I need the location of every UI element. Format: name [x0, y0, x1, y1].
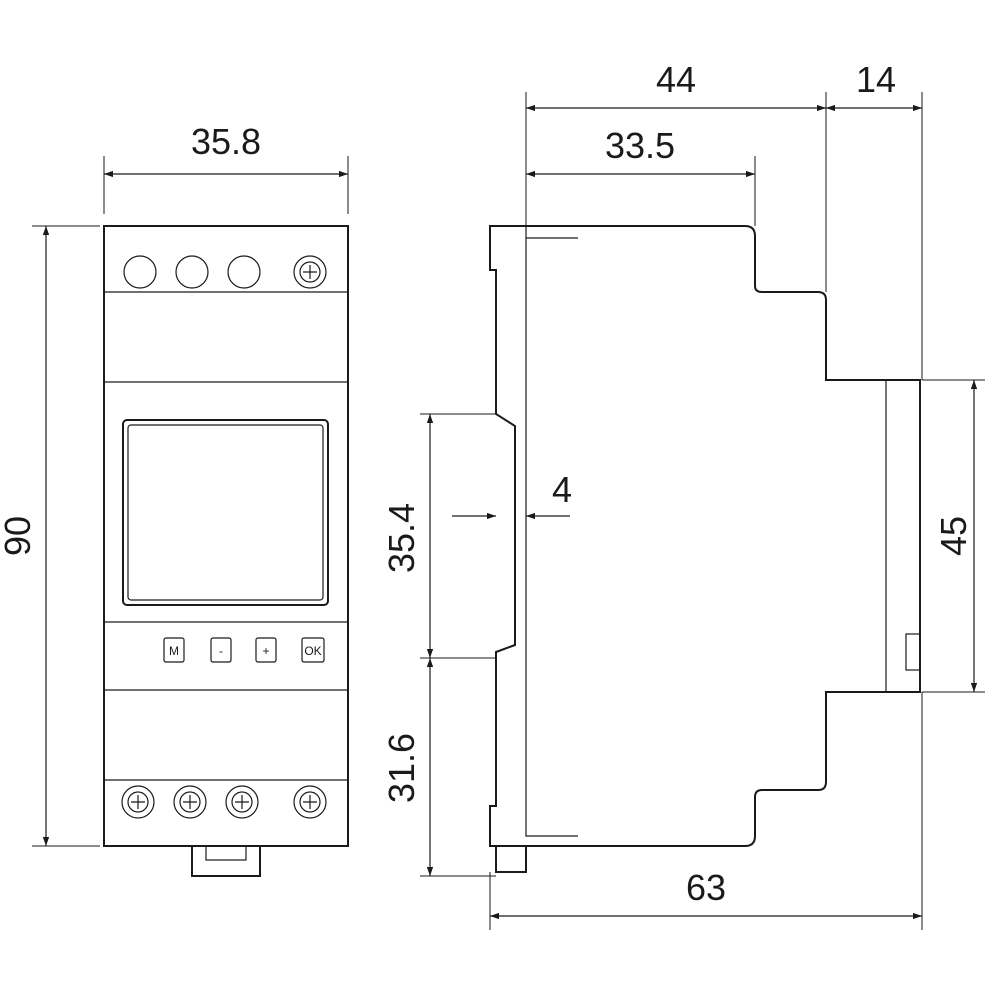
front-step-label: 14 [856, 59, 896, 100]
side-rail-channel [495, 270, 516, 645]
upper-height-label: 35.4 [381, 503, 422, 573]
front-view: M - + OK 35 [0, 121, 349, 877]
terminal-screw-icon [121, 785, 155, 819]
height-label: 90 [0, 516, 38, 556]
ok-button-icon: OK [301, 637, 325, 663]
minus-button-label: - [219, 644, 223, 658]
m-button-icon: M [163, 637, 185, 663]
m-button-label: M [169, 644, 179, 658]
terminal-hole [175, 255, 209, 289]
front-height-label: 45 [933, 516, 974, 556]
rail-gap-label: 4 [552, 469, 572, 510]
lcd-display-inner [127, 424, 324, 601]
ok-button-label: OK [304, 644, 321, 658]
terminal-screw-icon [293, 255, 327, 289]
minus-button-icon: - [210, 637, 232, 663]
side-inner-wall [525, 226, 578, 837]
terminal-hole [123, 255, 157, 289]
side-view: 44 14 33.5 4 35.4 31.6 45 63 [381, 59, 985, 930]
side-profile [489, 225, 921, 847]
plus-button-label: + [262, 644, 269, 658]
front-latch [905, 633, 921, 671]
plus-button-icon: + [255, 637, 277, 663]
depth-total-label: 44 [656, 59, 696, 100]
terminal-screw-icon [225, 785, 259, 819]
lcd-display [122, 419, 329, 606]
din-clip [191, 845, 261, 877]
terminal-screw-icon [293, 785, 327, 819]
body-depth-label: 33.5 [605, 125, 675, 166]
front-housing [103, 225, 349, 847]
din-clip-slot [205, 845, 247, 861]
terminal-hole [227, 255, 261, 289]
din-clip-side [495, 846, 527, 873]
overall-depth-label: 63 [686, 867, 726, 908]
lower-height-label: 31.6 [381, 733, 422, 803]
terminal-screw-icon [173, 785, 207, 819]
width-label: 35.8 [191, 121, 261, 162]
